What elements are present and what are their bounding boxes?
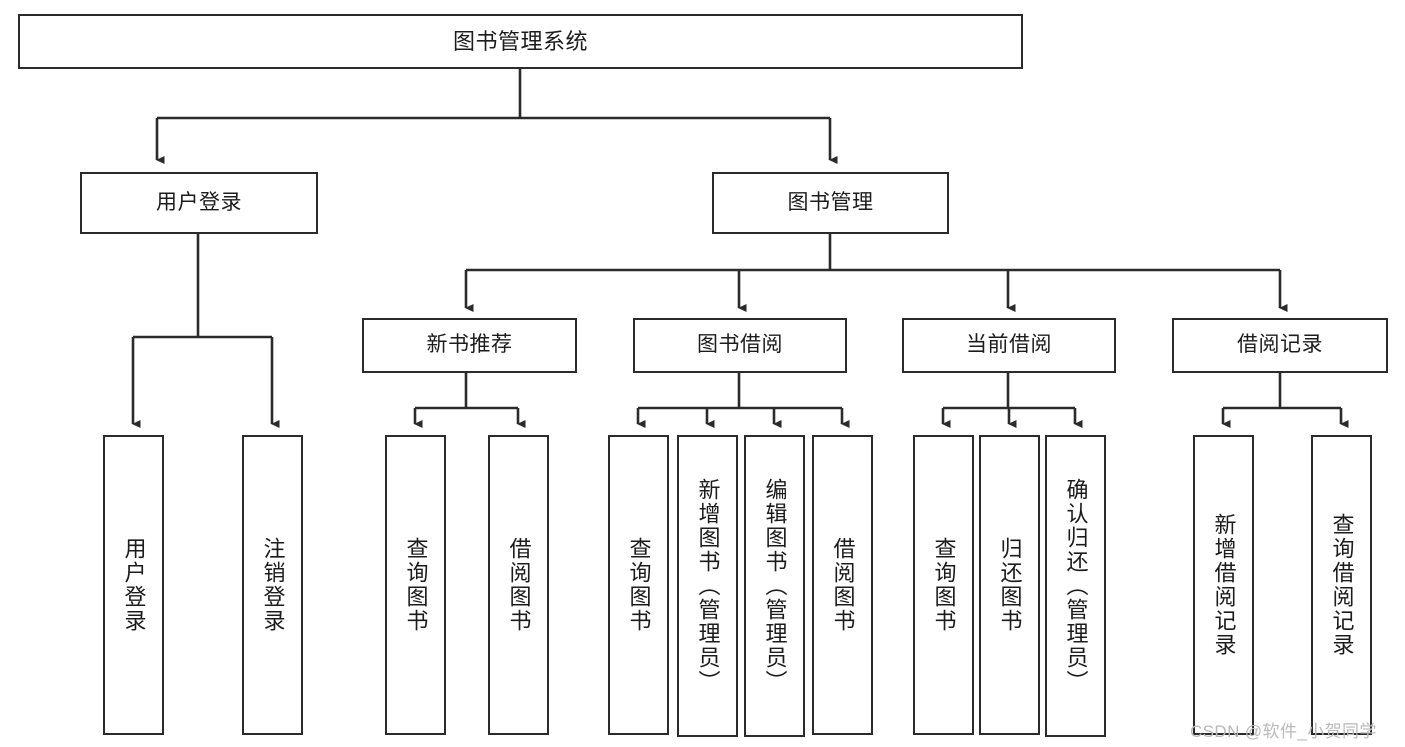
node-current-borrow-label: 当前借阅 xyxy=(966,333,1052,357)
node-leaf-borrow-book-2[interactable]: 借阅图书 xyxy=(812,435,873,735)
node-leaf-add-record[interactable]: 新增借阅记录 xyxy=(1193,435,1254,735)
node-book-borrow-label: 图书借阅 xyxy=(697,333,783,357)
node-leaf-query-book-2-label: 查询图书 xyxy=(626,537,652,633)
node-leaf-edit-book-label: 编辑图书（管理员） xyxy=(762,478,788,694)
node-book-borrow[interactable]: 图书借阅 xyxy=(633,318,847,373)
node-borrow-record-label: 借阅记录 xyxy=(1237,333,1323,357)
node-leaf-query-book-1[interactable]: 查询图书 xyxy=(385,435,446,735)
node-leaf-confirm-return-label: 确认归还（管理员） xyxy=(1063,478,1089,694)
node-new-book-rec-label: 新书推荐 xyxy=(426,333,513,357)
node-leaf-user-login-label: 用户登录 xyxy=(121,537,147,633)
node-leaf-logout-login-label: 注销登录 xyxy=(260,537,286,633)
node-leaf-confirm-return[interactable]: 确认归还（管理员） xyxy=(1045,435,1106,737)
node-leaf-edit-book[interactable]: 编辑图书（管理员） xyxy=(744,435,805,737)
node-leaf-query-record-label: 查询借阅记录 xyxy=(1329,513,1355,657)
node-leaf-query-book-3[interactable]: 查询图书 xyxy=(913,435,974,735)
node-leaf-query-record[interactable]: 查询借阅记录 xyxy=(1311,435,1372,735)
node-user-login-label: 用户登录 xyxy=(156,190,242,214)
node-leaf-query-book-1-label: 查询图书 xyxy=(403,537,429,633)
node-leaf-user-login[interactable]: 用户登录 xyxy=(103,435,164,735)
node-borrow-record[interactable]: 借阅记录 xyxy=(1172,318,1388,373)
node-root[interactable]: 图书管理系统 xyxy=(18,14,1023,69)
node-leaf-return-book[interactable]: 归还图书 xyxy=(979,435,1040,735)
node-user-login[interactable]: 用户登录 xyxy=(80,172,318,234)
node-leaf-add-record-label: 新增借阅记录 xyxy=(1211,513,1237,657)
node-leaf-query-book-2[interactable]: 查询图书 xyxy=(608,435,669,735)
node-new-book-rec[interactable]: 新书推荐 xyxy=(362,318,577,373)
node-book-manage-label: 图书管理 xyxy=(787,190,874,214)
node-leaf-logout-login[interactable]: 注销登录 xyxy=(242,435,303,735)
node-leaf-add-book-label: 新增图书（管理员） xyxy=(695,478,721,694)
csdn-watermark: CSDN @软件_小贺同学 xyxy=(1190,722,1377,741)
node-leaf-query-book-3-label: 查询图书 xyxy=(931,537,957,633)
node-leaf-return-book-label: 归还图书 xyxy=(997,537,1023,633)
node-leaf-borrow-book-2-label: 借阅图书 xyxy=(830,537,856,633)
node-leaf-borrow-book-1-label: 借阅图书 xyxy=(506,537,532,633)
node-book-manage[interactable]: 图书管理 xyxy=(712,172,949,234)
node-leaf-borrow-book-1[interactable]: 借阅图书 xyxy=(488,435,549,735)
node-leaf-add-book[interactable]: 新增图书（管理员） xyxy=(677,435,738,737)
node-current-borrow[interactable]: 当前借阅 xyxy=(902,318,1116,373)
node-root-label: 图书管理系统 xyxy=(452,28,588,54)
